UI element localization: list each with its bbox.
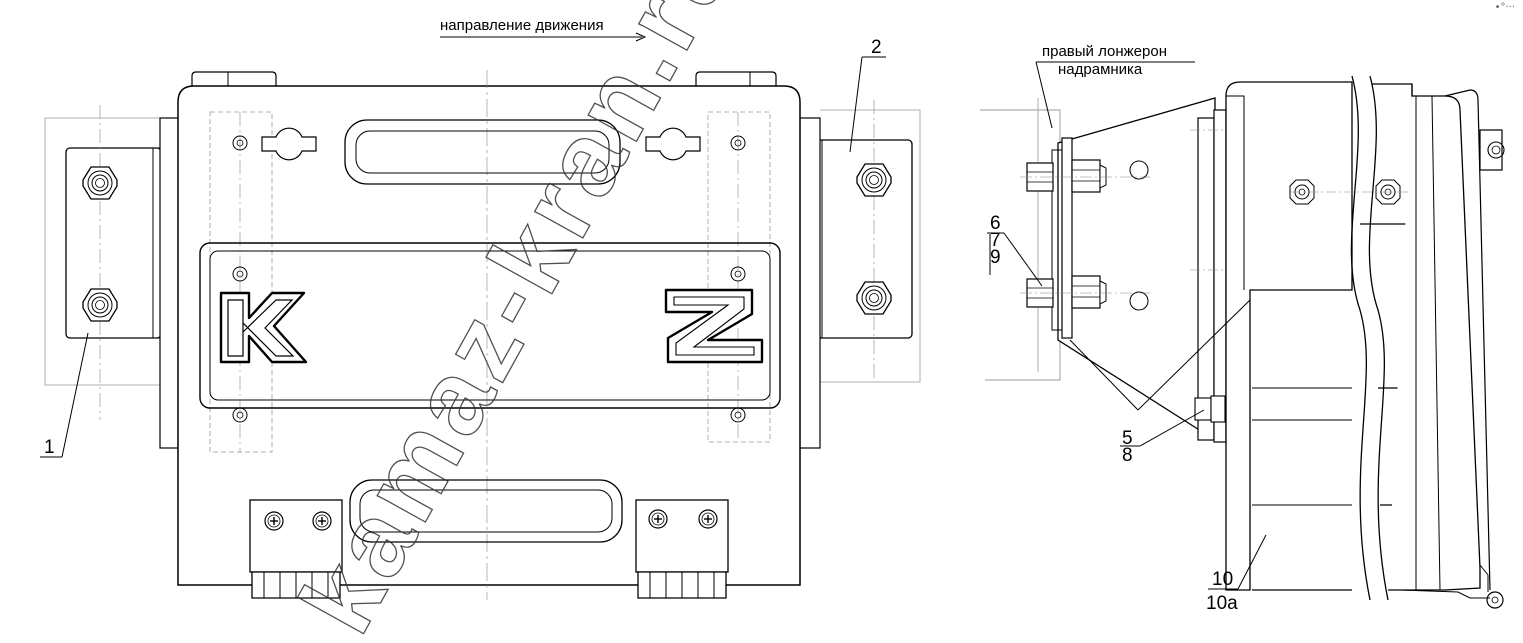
bracket-nut-bottom xyxy=(82,288,118,322)
callout-group-5-8: 5 8 xyxy=(1122,428,1133,466)
corner-mark: •°··· xyxy=(1494,2,1515,13)
callout-5: 5 xyxy=(1122,428,1133,449)
callout-6: 6 xyxy=(990,213,1001,234)
bracket-nut-bottom-right xyxy=(856,281,892,315)
spar-label-line2: надрамника xyxy=(1058,61,1143,78)
keyhole-right xyxy=(645,127,701,161)
direction-label: направление движения xyxy=(440,17,604,34)
left-bracket xyxy=(65,105,164,420)
bracket-nut-top xyxy=(82,166,118,200)
callout-10: 10 xyxy=(1212,569,1234,590)
spar-label-line1: правый лонжерон xyxy=(1042,43,1167,60)
callout-1: 1 xyxy=(44,437,55,458)
side-view xyxy=(980,61,1505,609)
right-bracket xyxy=(811,100,913,380)
bolt-top xyxy=(1020,159,1150,193)
latch-right xyxy=(635,499,729,599)
callout-8: 8 xyxy=(1122,445,1133,466)
top-slot xyxy=(344,119,621,185)
front-view xyxy=(40,32,921,600)
callout-9: 9 xyxy=(990,247,1001,268)
callout-group-6-7-9: 6 7 9 xyxy=(990,213,1001,268)
bolt-bottom xyxy=(1020,275,1150,311)
callout-7: 7 xyxy=(990,230,1001,251)
logo-letter-z xyxy=(664,288,764,364)
bracket-nut-top-right xyxy=(856,163,892,197)
logo-recess xyxy=(199,242,781,409)
latch-left xyxy=(249,499,343,599)
logo-letter-k xyxy=(219,291,308,364)
callout-10a: 10а xyxy=(1206,593,1238,614)
bottom-slot xyxy=(349,479,623,543)
keyhole-left xyxy=(261,127,317,161)
callout-2: 2 xyxy=(871,37,882,58)
